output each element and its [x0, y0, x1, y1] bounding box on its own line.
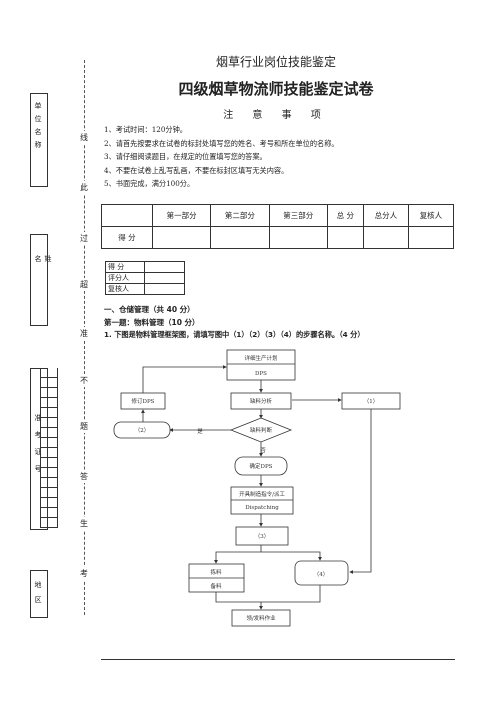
flow-label: 详细生产计划: [244, 354, 277, 362]
flow-label: 修订DPS: [132, 397, 155, 405]
flow-label: （4）: [314, 571, 329, 578]
note-item: 3、请仔细阅读题目，在规定的位置填写您的答案。: [104, 152, 267, 161]
cut-word: 线: [80, 131, 88, 144]
flow-label: （1）: [364, 398, 379, 405]
flow-label: 开具制造指令/派工: [239, 490, 285, 498]
note-item: 1、考试时间：120分钟。: [104, 125, 187, 134]
note-item: 4、不要在试卷上乱写乱画，不要在标封区填写无关内容。: [104, 165, 289, 175]
grader-input-cell[interactable]: [144, 283, 185, 295]
notice-heading: 注 意 事 项: [223, 110, 329, 121]
cut-word: 题: [80, 420, 88, 433]
flow-label: 缺料分析: [250, 397, 273, 405]
node-dispatch: [230, 486, 294, 515]
name-box: 姓名: [30, 234, 52, 326]
node-blank3[interactable]: [235, 526, 289, 546]
score-input-cell[interactable]: [268, 226, 328, 249]
cut-word: 生: [80, 517, 88, 530]
cut-word: 此: [80, 181, 88, 194]
flow-label: 缺料判断: [250, 426, 273, 434]
exam-number-label: 准考证号: [34, 414, 42, 482]
flow-label: （2）: [135, 427, 150, 434]
node-blank4[interactable]: [294, 560, 349, 586]
exam-org-title: 烟草行业岗位技能鉴定: [215, 55, 336, 69]
cut-word: 准: [80, 327, 88, 340]
grader-table: 得 分 评分人 复核人: [105, 261, 185, 295]
cut-word: 超: [80, 278, 88, 291]
flow-label: 拣料: [210, 568, 222, 576]
notes-list: 1、考试时间：120分钟。 2、请首先按要求在试卷的标封处填写您的姓名、考号和所…: [104, 123, 339, 191]
score-table: 第一部分 第二部分 第三部分 总 分 总分人 复核人 得 分: [101, 204, 455, 249]
exam-number-cells: [40, 368, 58, 528]
footer-rule: [101, 659, 455, 660]
flow-label: DPS: [255, 371, 267, 377]
unit-name-box: 单位名称: [30, 93, 48, 187]
node-issue: [231, 609, 291, 627]
node-shortage: [230, 392, 292, 410]
node-blank1[interactable]: [341, 392, 401, 410]
grader-label: 复核人: [105, 283, 145, 295]
unit-name-label: 单位名称: [34, 102, 42, 154]
node-judge: [229, 417, 293, 443]
flow-label: 否: [260, 447, 266, 454]
node-confirm: [234, 456, 288, 476]
flow-label: 领/发料作业: [246, 614, 276, 622]
note-item: 2、请首先按要求在试卷的标封处填写您的姓名、考号和所在单位的名称。: [104, 138, 339, 148]
name-label: 姓名: [34, 255, 52, 292]
cut-word: 考: [80, 567, 88, 580]
flow-label: 备料: [210, 582, 222, 590]
region-label: 地区: [34, 581, 42, 611]
note-item: 5、书面完成，满分100分。: [104, 179, 195, 188]
cut-word: 不: [80, 374, 88, 387]
question-heading: 第一题：物料管理（10 分）: [104, 318, 200, 327]
score-value-row: 得 分: [101, 226, 455, 249]
exam-title: 四级烟草物流师技能鉴定试卷: [178, 80, 374, 98]
region-box: 地区: [30, 570, 48, 618]
cut-word: 过: [80, 232, 88, 245]
node-revise: [120, 392, 166, 410]
score-input-cell[interactable]: [407, 226, 455, 249]
node-blank2[interactable]: [113, 421, 171, 439]
flow-label: （3）: [255, 533, 270, 540]
flow-label: Dispatching: [245, 505, 279, 511]
flow-label: 是: [197, 428, 203, 435]
question-prompt: 1. 下图是物料管理框架图，请填写图中（1）（2）（3）（4）的步骤名称。（4 …: [104, 330, 365, 339]
node-plan: [226, 349, 296, 381]
section-heading: 一、仓储管理（共 40 分）: [104, 305, 195, 314]
cut-word: 答: [80, 470, 88, 483]
flow-label: 确定DPS: [250, 462, 273, 470]
